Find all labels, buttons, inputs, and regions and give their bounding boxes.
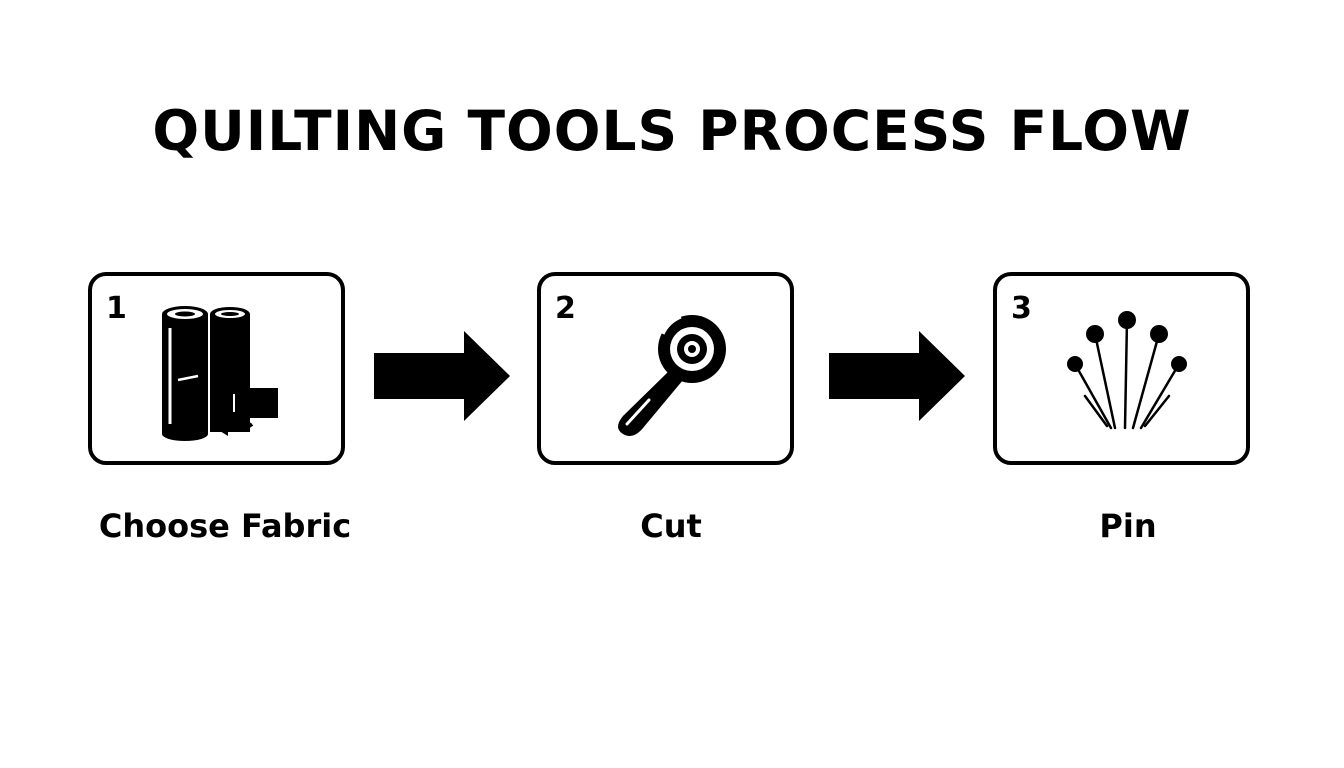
step-box-cut: 2 bbox=[537, 272, 794, 465]
step-number: 3 bbox=[1011, 291, 1032, 326]
arrow-right-icon bbox=[829, 331, 965, 421]
step-label-pin: Pin bbox=[1099, 507, 1157, 545]
step-box-choose-fabric: 1 bbox=[88, 272, 345, 465]
arrow-right-icon bbox=[374, 331, 510, 421]
diagram-title: QUILTING TOOLS PROCESS FLOW bbox=[152, 99, 1192, 163]
pins-icon bbox=[1067, 311, 1187, 430]
fabric-rolls-icon bbox=[162, 306, 278, 441]
rotary-cutter-icon bbox=[618, 315, 726, 436]
step-label-choose-fabric: Choose Fabric bbox=[98, 507, 352, 545]
step-box-pin: 3 bbox=[993, 272, 1250, 465]
step-number: 2 bbox=[555, 291, 576, 326]
step-number: 1 bbox=[106, 291, 127, 326]
step-label-cut: Cut bbox=[640, 507, 702, 545]
